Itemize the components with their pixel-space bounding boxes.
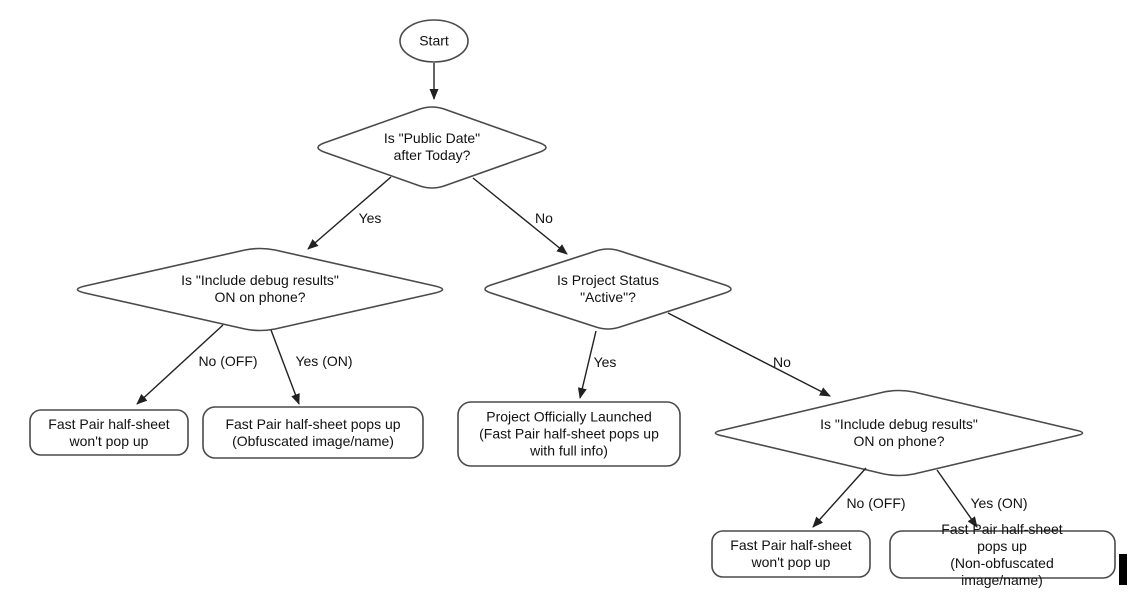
edge-public-date-no-arrow	[472, 177, 568, 255]
decision-project-status-shape	[484, 248, 732, 330]
edge-debug-right-no-arrow	[812, 467, 867, 528]
start-node-shape	[399, 19, 469, 63]
terminal-launched-shape	[457, 401, 681, 467]
decision-public-date-shape	[317, 106, 547, 189]
edge-debug-left-yes-arrow	[270, 329, 300, 405]
edge-debug-right-yes-arrow	[936, 469, 978, 528]
terminal-popup-obfuscated-shape	[202, 406, 424, 459]
text-cursor-bar	[1119, 554, 1127, 585]
edge-project-status-yes-arrow	[577, 330, 597, 399]
decision-debug-left-shape	[76, 247, 444, 332]
terminal-no-popup-left-shape	[29, 409, 189, 456]
edge-public-date-yes-arrow	[307, 176, 392, 250]
edge-debug-left-no-arrow	[136, 324, 224, 405]
terminal-popup-non-obfuscated-shape	[889, 530, 1116, 579]
edge-project-status-no-arrow	[667, 312, 831, 397]
terminal-no-popup-right-shape	[711, 530, 871, 578]
decision-debug-right-shape	[714, 389, 1084, 477]
